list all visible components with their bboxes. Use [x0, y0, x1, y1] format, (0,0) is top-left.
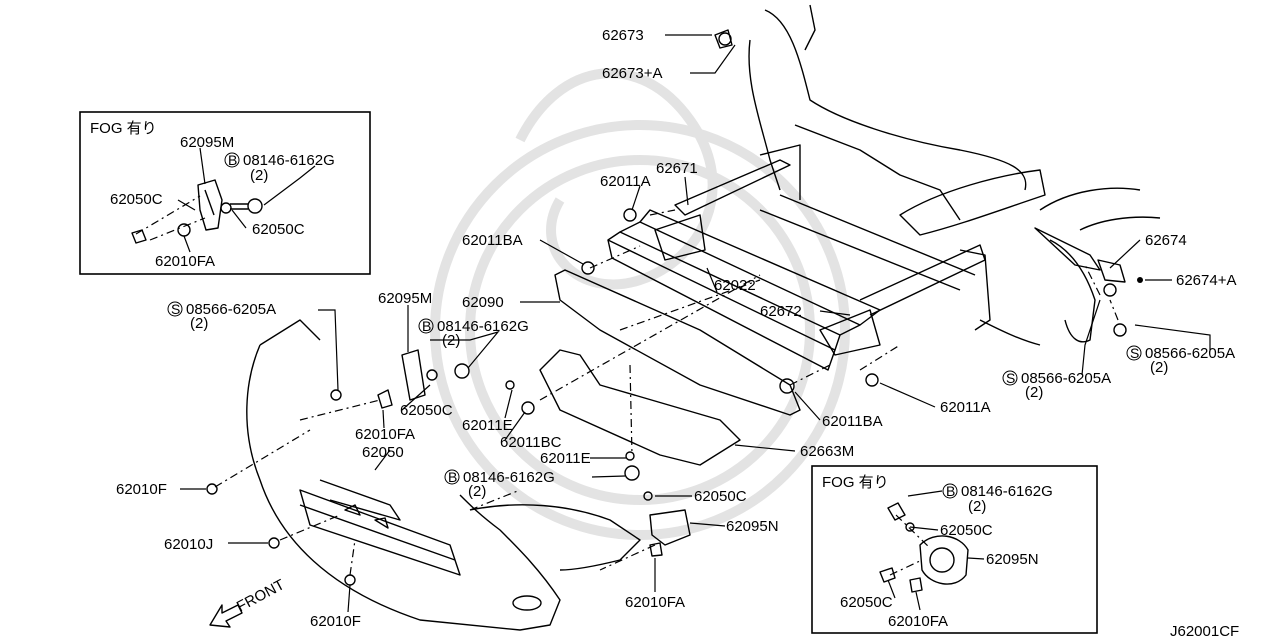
label-62095m: 62095M [378, 290, 432, 307]
label-08566-right2-qty: (2) [1025, 384, 1043, 401]
label-62010fa-bottom: 62010FA [625, 594, 685, 611]
label-62672: 62672 [760, 303, 802, 320]
bumper-reinforcement [607, 209, 881, 371]
bolt-part [247, 198, 263, 214]
fog-bracket-part [197, 179, 223, 231]
fasteners [206, 29, 1143, 586]
label-62010fa-inset-left: 62010FA [155, 253, 215, 270]
inset-left-frame [79, 111, 371, 275]
label-62010fa-left: 62010FA [355, 426, 415, 443]
label-08146-left-qty: (2) [442, 332, 460, 349]
front-arrow-icon [209, 604, 243, 628]
label-62095n-inset-right: 62095N [986, 551, 1039, 568]
label-62011bc: 62011BC [500, 434, 562, 451]
label-62050c-inset-right-a: 62050C [940, 522, 993, 539]
label-62011e-a: 62011E [462, 417, 513, 434]
label-62050c-mid: 62050C [694, 488, 747, 505]
assembly-lines [214, 209, 1119, 576]
label-08146-mid: 08146-6162G [463, 469, 555, 486]
front-direction-indicator: FRONT [209, 576, 288, 628]
label-08146-qty-inset-right: (2) [968, 498, 986, 515]
label-62010j: 62010J [164, 536, 213, 553]
emblem-part [512, 595, 542, 611]
label-08146-qty-inset-left: (2) [250, 167, 268, 184]
label-62050c-left: 62050C [400, 402, 453, 419]
label-62673: 62673 [602, 27, 644, 44]
fog-bracket-part [919, 535, 969, 585]
label-62671: 62671 [656, 160, 698, 177]
diagram-code: J62001CF [1170, 623, 1239, 639]
label-62050: 62050 [362, 444, 404, 461]
inset-right-frame [811, 465, 1098, 634]
label-62011a-right: 62011A [940, 399, 991, 416]
label-08566-right1-qty: (2) [1150, 359, 1168, 376]
inset-left: FOG 有り 62095M B 08146-6162G (2) 62050C 6… [79, 111, 371, 275]
bracket-62671 [654, 214, 706, 261]
label-62022: 62022 [714, 277, 756, 294]
bracket-62672 [819, 309, 881, 356]
label-62011ba-top: 62011BA [462, 232, 523, 249]
label-62090: 62090 [462, 294, 504, 311]
label-08566-left-qty: (2) [190, 315, 208, 332]
screw-symbol: S [1130, 345, 1139, 361]
label-08146-left: 08146-6162G [437, 318, 529, 335]
headlamp-part [899, 169, 1046, 236]
label-62095n: 62095N [726, 518, 779, 535]
label-08566-right1: 08566-6205A [1145, 345, 1235, 362]
inset-right-title: FOG 有り [822, 474, 889, 491]
label-62010f-a: 62010F [116, 481, 167, 498]
label-62011a-top: 62011A [600, 173, 651, 190]
bolt-symbol: B [228, 152, 237, 168]
screw-symbol: S [171, 301, 180, 317]
label-08566-left: 08566-6205A [186, 301, 276, 318]
label-08146-inset-right: 08146-6162G [961, 483, 1053, 500]
label-08146-inset-left: 08146-6162G [243, 152, 335, 169]
label-62674a: 62674+A [1176, 272, 1236, 289]
label-62011ba-bottom: 62011BA [822, 413, 883, 430]
screw-symbol: S [1006, 370, 1015, 386]
bracket-62095n [649, 509, 691, 546]
bumper-fascia [246, 319, 641, 631]
bolt-symbol: B [946, 483, 955, 499]
bolt-symbol: B [448, 469, 457, 485]
crossmember-assembly [654, 159, 986, 356]
label-62674: 62674 [1145, 232, 1187, 249]
leader-lines [180, 34, 1211, 613]
front-label: FRONT [234, 576, 288, 615]
label-62673a: 62673+A [602, 65, 662, 82]
vehicle-body [748, 4, 1161, 346]
label-62011e-b: 62011E [540, 450, 591, 467]
label-62663m: 62663M [800, 443, 854, 460]
label-08566-right2: 08566-6205A [1021, 370, 1111, 387]
bolt-symbol: B [422, 318, 431, 334]
energy-absorber-part [554, 269, 801, 416]
label-62010f-b: 62010F [310, 613, 361, 630]
label-62010fa-inset-right: 62010FA [888, 613, 948, 630]
undercover-part [539, 349, 741, 466]
clip-part [131, 229, 147, 244]
label-62050c-inset-right-b: 62050C [840, 594, 893, 611]
inset-left-title: FOG 有り [90, 120, 157, 137]
label-62095m-inset: 62095M [180, 134, 234, 151]
label-62050c-inset-left-a: 62050C [110, 191, 163, 208]
label-08146-mid-qty: (2) [468, 483, 486, 500]
label-62050c-inset-left-b: 62050C [252, 221, 305, 238]
inset-right: FOG 有り B 08146-6162G (2) 62050C 62095N 6… [811, 465, 1098, 634]
bracket-62095m [401, 349, 426, 401]
